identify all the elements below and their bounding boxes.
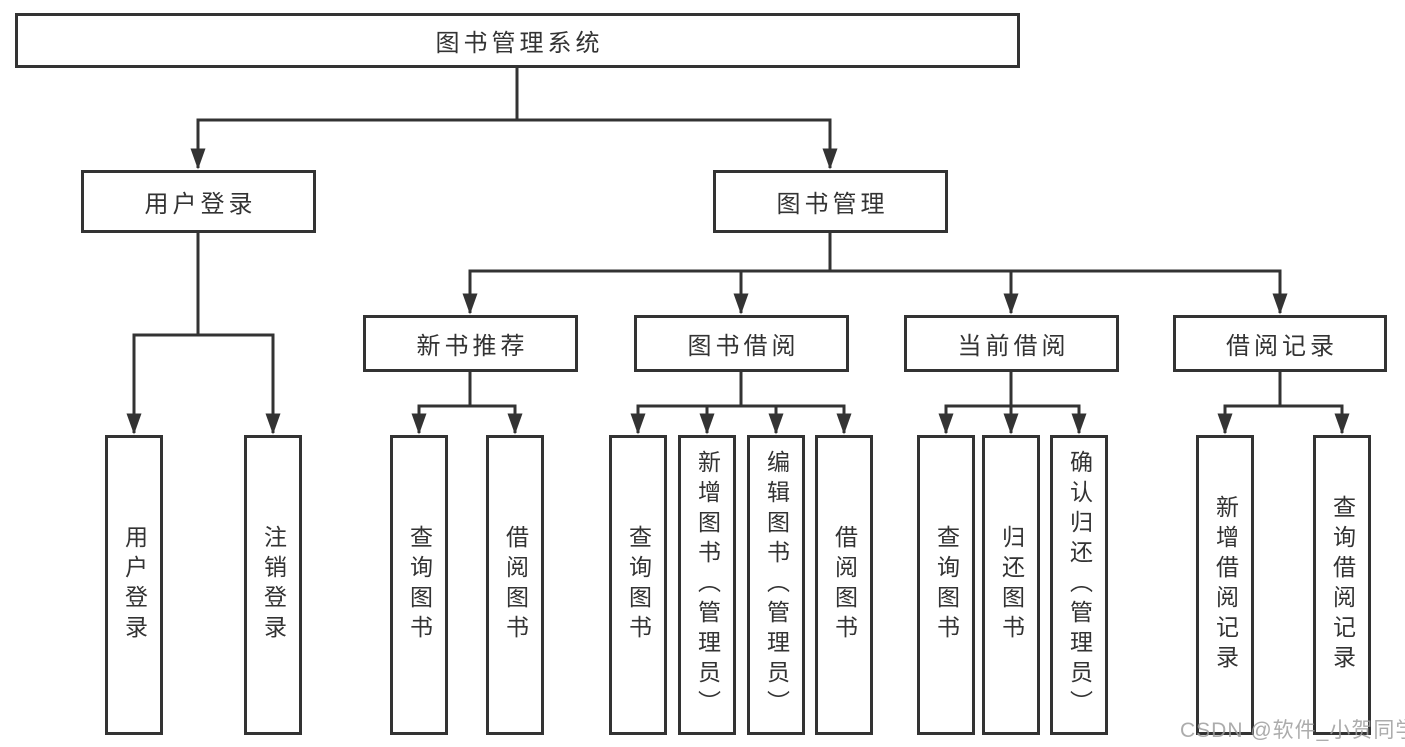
node-book-borrow-label: 图书借阅 <box>687 333 800 360</box>
leaf-confirm-return-admin-label: 确认归还（管理员） <box>1066 450 1093 720</box>
leaf-add-book-admin: 新增图书（管理员） <box>678 435 736 735</box>
leaf-logout-label: 注销登录 <box>260 525 287 645</box>
leaf-query-borrow-record-label: 查询借阅记录 <box>1329 495 1356 675</box>
leaf-confirm-return-admin: 确认归还（管理员） <box>1050 435 1108 735</box>
node-new-book-recommend-label: 新书推荐 <box>416 333 529 360</box>
leaf-query-books-borrow: 查询图书 <box>609 435 667 735</box>
leaf-add-borrow-record: 新增借阅记录 <box>1196 435 1254 735</box>
leaf-return-book-label: 归还图书 <box>998 525 1025 645</box>
node-borrow-records: 借阅记录 <box>1173 315 1387 372</box>
leaf-query-books-current-label: 查询图书 <box>933 525 960 645</box>
csdn-watermark: CSDN @软件_小贺同学 <box>1180 719 1405 742</box>
leaf-edit-book-admin: 编辑图书（管理员） <box>747 435 805 735</box>
node-current-borrow-label: 当前借阅 <box>957 333 1070 360</box>
leaf-query-books-recommend: 查询图书 <box>390 435 448 735</box>
leaf-query-books-borrow-label: 查询图书 <box>625 525 652 645</box>
leaf-return-book: 归还图书 <box>982 435 1040 735</box>
leaf-edit-book-admin-label: 编辑图书（管理员） <box>763 450 790 720</box>
node-user-login: 用户登录 <box>81 170 316 233</box>
leaf-query-books-current: 查询图书 <box>917 435 975 735</box>
leaf-add-book-admin-label: 新增图书（管理员） <box>694 450 721 720</box>
leaf-user-login-label: 用户登录 <box>121 525 148 645</box>
leaf-query-books-recommend-label: 查询图书 <box>406 525 433 645</box>
leaf-borrow-books-recommend: 借阅图书 <box>486 435 544 735</box>
node-book-management-label: 图书管理 <box>776 191 889 218</box>
node-user-login-label: 用户登录 <box>144 191 257 218</box>
leaf-user-login: 用户登录 <box>105 435 163 735</box>
node-current-borrow: 当前借阅 <box>904 315 1119 372</box>
leaf-query-borrow-record: 查询借阅记录 <box>1313 435 1371 735</box>
node-new-book-recommend: 新书推荐 <box>363 315 578 372</box>
leaf-borrow-books-recommend-label: 借阅图书 <box>502 525 529 645</box>
node-root-label: 图书管理系统 <box>435 30 604 57</box>
leaf-add-borrow-record-label: 新增借阅记录 <box>1212 495 1239 675</box>
node-root: 图书管理系统 <box>15 13 1020 68</box>
leaf-borrow-books-label: 借阅图书 <box>831 525 858 645</box>
node-book-management: 图书管理 <box>713 170 948 233</box>
node-book-borrow: 图书借阅 <box>634 315 849 372</box>
leaf-logout: 注销登录 <box>244 435 302 735</box>
leaf-borrow-books: 借阅图书 <box>815 435 873 735</box>
node-borrow-records-label: 借阅记录 <box>1226 333 1338 360</box>
